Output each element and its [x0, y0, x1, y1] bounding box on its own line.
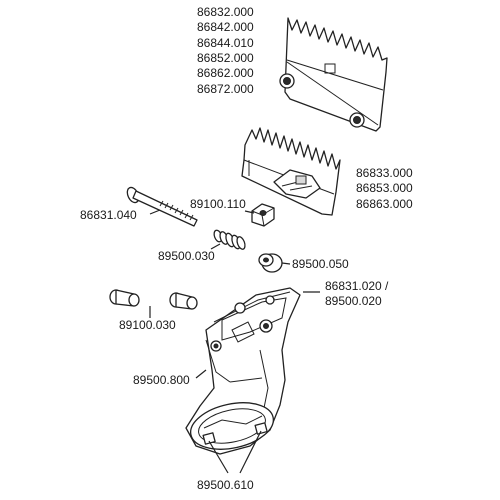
screw — [126, 186, 198, 227]
label-lower-blade-1: 86833.000 — [356, 166, 413, 180]
label-upper-blade-3: 86844.010 — [197, 36, 254, 50]
label-upper-blade-5: 86862.000 — [197, 66, 254, 80]
lower-blade-part-numbers: 86833.000 86853.000 86863.000 — [356, 166, 413, 211]
label-head-housing: 89500.800 — [133, 373, 190, 387]
pin-right — [169, 292, 198, 310]
label-screw: 86831.040 — [80, 208, 137, 222]
leader-stud-left — [208, 440, 229, 474]
leader-stud-right — [239, 430, 262, 474]
lower-blade — [241, 127, 341, 216]
leader-cap — [281, 262, 291, 265]
pin-left — [109, 289, 140, 307]
label-cap: 89500.050 — [292, 257, 349, 271]
nut — [251, 203, 275, 227]
label-spring: 89500.030 — [158, 249, 215, 263]
label-lower-blade-3: 86863.000 — [356, 197, 413, 211]
label-upper-blade-2: 86842.000 — [197, 20, 254, 34]
upper-blade — [279, 17, 388, 132]
label-pins: 89100.030 — [119, 318, 176, 332]
label-head-part-line2: 89500.020 — [325, 294, 382, 308]
spring — [213, 229, 246, 250]
label-lower-blade-2: 86853.000 — [356, 181, 413, 195]
upper-blade-slot — [324, 63, 336, 74]
leader-housing — [195, 369, 207, 379]
head-housing — [185, 287, 301, 455]
label-nut: 89100.110 — [190, 197, 246, 211]
label-head-part-line1: 86831.020 / — [325, 279, 389, 293]
bottom-stud-left — [202, 432, 216, 445]
leader-nut — [244, 210, 255, 214]
upper-blade-part-numbers: 86832.000 86842.000 86844.010 86852.000 … — [197, 5, 254, 96]
label-upper-blade-6: 86872.000 — [197, 82, 254, 96]
bottom-stud-right — [254, 422, 268, 435]
label-upper-blade-1: 86832.000 — [197, 5, 254, 19]
label-bottom-studs: 89500.610 — [197, 478, 254, 492]
label-upper-blade-4: 86852.000 — [197, 51, 254, 65]
leader-spring — [210, 243, 221, 250]
leader-screw — [149, 209, 161, 215]
cap — [258, 253, 283, 273]
